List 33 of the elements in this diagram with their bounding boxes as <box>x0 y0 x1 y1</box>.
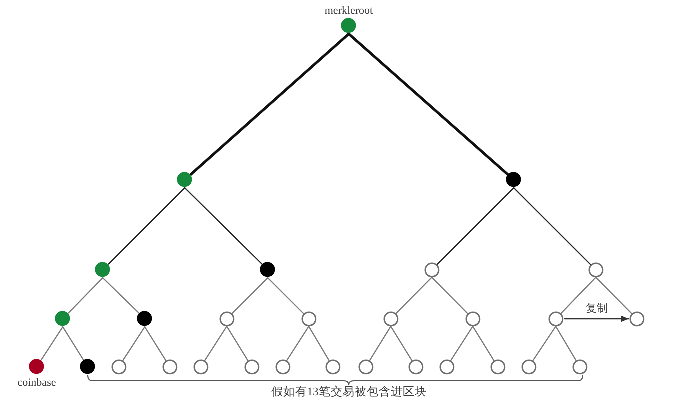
connector-line <box>560 277 597 314</box>
connector-line <box>532 326 557 362</box>
connector-line <box>390 326 413 362</box>
node-label: merkleroot <box>324 4 374 18</box>
connector-line <box>40 326 64 361</box>
connector-line <box>348 32 510 176</box>
arrow <box>564 316 630 322</box>
connector-line <box>450 326 474 362</box>
connector-line <box>62 326 84 361</box>
connector-line <box>144 326 167 362</box>
connector-line <box>472 326 495 362</box>
connector-line <box>286 326 310 362</box>
connector-line <box>232 278 269 314</box>
connector-line <box>102 278 140 314</box>
edge-label: 复制 <box>584 302 610 316</box>
connector-line <box>369 326 392 362</box>
connector-line <box>267 278 304 314</box>
connector-line <box>595 277 632 314</box>
connector-line <box>122 326 146 362</box>
connector-line <box>431 277 468 314</box>
connector-line <box>68 278 104 314</box>
connector-line <box>190 32 350 176</box>
connector-line <box>184 188 263 265</box>
connector-line <box>308 326 330 362</box>
connector-line <box>513 188 592 266</box>
brace-label: 假如有13笔交易被包含进区块 <box>271 386 427 400</box>
connector-line <box>396 277 433 314</box>
connector-line <box>204 326 228 362</box>
connector-line <box>226 326 249 362</box>
connector-line <box>108 188 186 265</box>
connector-line <box>436 188 515 266</box>
connector-line <box>555 326 577 362</box>
node-label: coinbase <box>18 376 56 390</box>
